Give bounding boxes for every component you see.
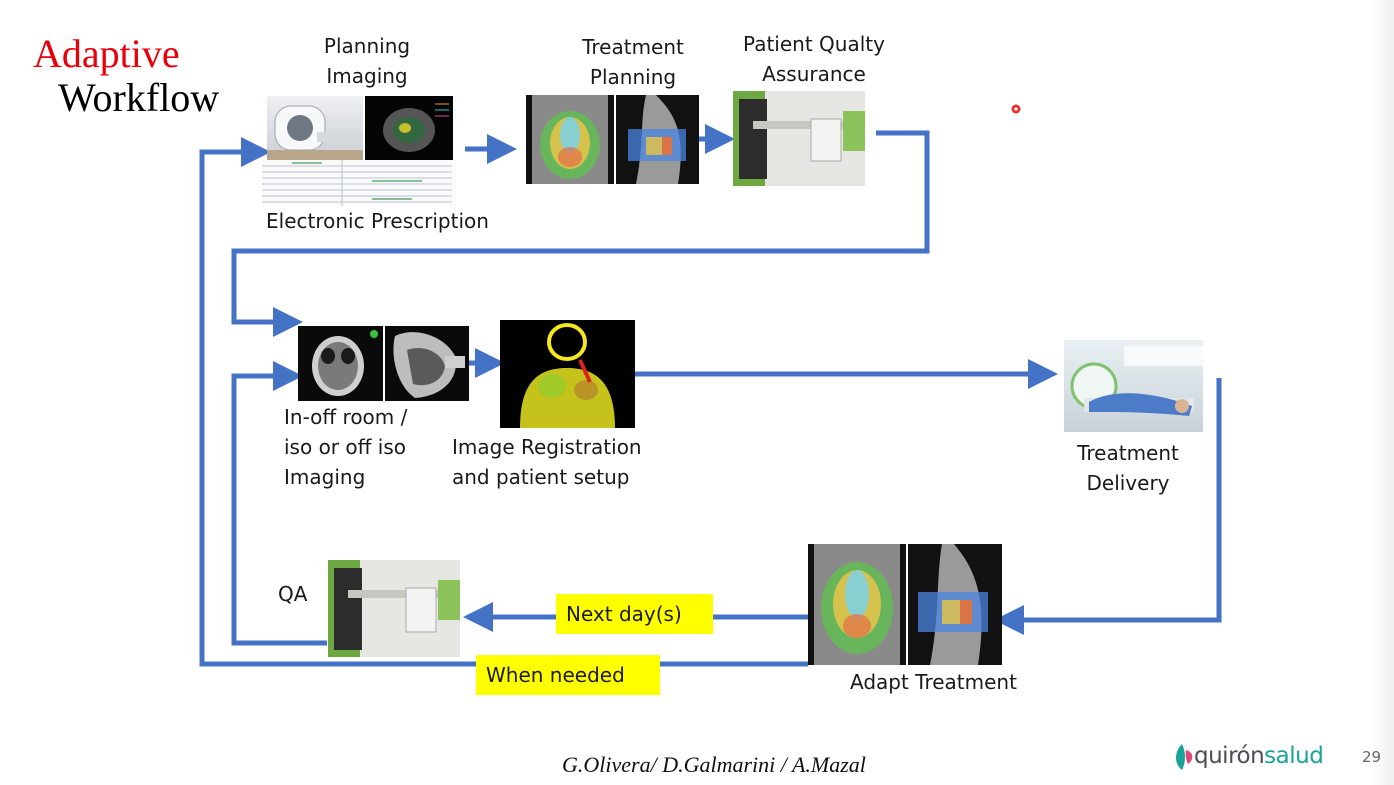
treatment-planning-label: Treatment Planning	[582, 35, 684, 89]
slide-edge	[1370, 0, 1394, 785]
page-number: 29	[1362, 748, 1382, 766]
adapt-plan-coronal-image	[808, 544, 906, 665]
patient-quality-assurance-label: Patient Qualty Assurance	[743, 32, 885, 86]
arrow-qa-to-imaging	[231, 130, 930, 337]
logo-text-part1: quirón	[1194, 743, 1265, 769]
slide-title-line2: Workflow	[58, 75, 220, 120]
image-registration-label: Image Registration and patient setup	[452, 435, 642, 489]
qa-label: QA	[278, 582, 308, 606]
image-registration-image	[500, 320, 635, 428]
authors-footer: G.Olivera/ D.Galmarini / A.Mazal	[562, 752, 866, 777]
leaf-logo-icon	[1176, 744, 1193, 770]
treatment-delivery-label: Treatment Delivery	[1077, 441, 1179, 495]
treatment-plan-coronal-image	[526, 95, 614, 184]
inoff-ct-sagittal-image	[385, 326, 469, 401]
treatment-delivery-image	[1064, 340, 1203, 432]
patient-qa-phantom-image	[733, 91, 865, 186]
next-days-label: Next day(s)	[556, 594, 713, 634]
inoff-ct-axial-image	[298, 326, 383, 401]
when-needed-label: When needed	[476, 655, 660, 695]
treatment-plan-sagittal-image	[616, 95, 699, 184]
electronic-prescription-label: Electronic Prescription	[266, 209, 489, 233]
arrow-qa-to-inoff-imaging	[231, 361, 327, 646]
adapt-plan-sagittal-image	[908, 544, 1002, 665]
slide-title-line1: Adaptive	[33, 31, 180, 76]
planning-ct-slice-image	[365, 96, 453, 160]
ct-scanner-image	[267, 96, 363, 160]
qa-phantom-image	[328, 560, 460, 657]
inoff-room-imaging-label: In-off room / iso or off iso Imaging	[284, 405, 408, 489]
logo-text-part2: salud	[1264, 743, 1324, 769]
adapt-treatment-label: Adapt Treatment	[850, 670, 1017, 694]
arrow-delivery-to-adapt	[993, 378, 1222, 635]
electronic-prescription-form-image	[262, 160, 456, 206]
planning-imaging-label: Planning Imaging	[323, 34, 411, 88]
